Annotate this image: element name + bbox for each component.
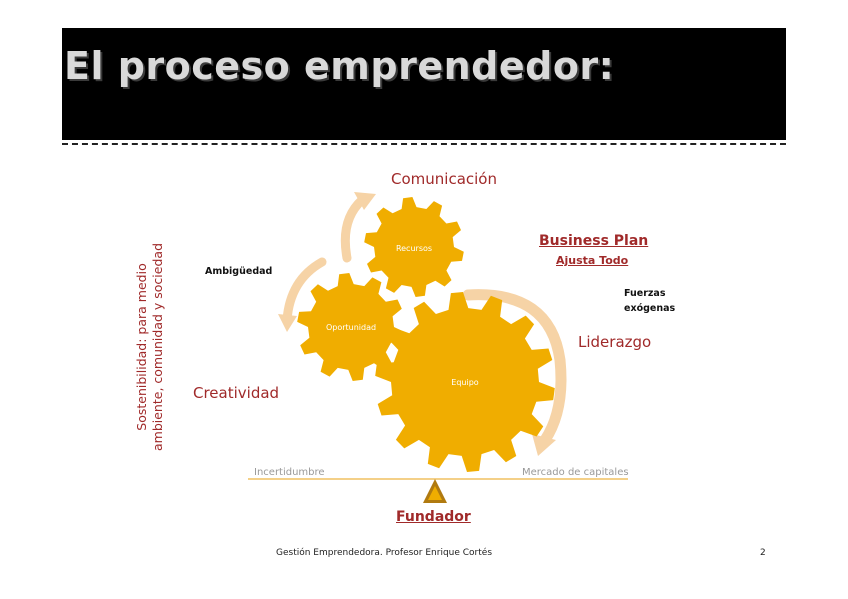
- arrow-left-curve: [282, 257, 327, 325]
- gear-label-recursos: Recursos: [396, 244, 432, 253]
- fulcrum-triangle-inner: [428, 486, 442, 500]
- label-sostenibilidad: Sostenibilidad: para medio ambiente, com…: [134, 243, 166, 451]
- arrow-left-head: [278, 314, 297, 332]
- label-ajusta-todo: Ajusta Todo: [556, 254, 629, 267]
- arrow-top-head: [354, 192, 376, 210]
- label-creatividad: Creatividad: [193, 384, 280, 402]
- label-incertidumbre: Incertidumbre: [254, 467, 325, 478]
- label-fuerzas: Fuerzas: [624, 288, 666, 299]
- slide-title: El proceso emprendedor:: [64, 44, 615, 88]
- arrow-right-head: [532, 434, 556, 456]
- label-fundador: Fundador: [396, 509, 471, 525]
- gear-equipo: [375, 292, 555, 472]
- footer-text: Gestión Emprendedora. Profesor Enrique C…: [276, 548, 493, 558]
- page-number: 2: [760, 548, 766, 558]
- gear-label-oportunidad: Oportunidad: [326, 323, 376, 332]
- gear-recursos: [364, 197, 464, 297]
- label-exogenas: exógenas: [624, 303, 676, 314]
- arrow-right-curve: [462, 289, 567, 446]
- label-ambiguedad: Ambigüedad: [205, 266, 273, 277]
- arrow-top-curve: [340, 195, 367, 263]
- label-sostenibilidad-line2: ambiente, comunidad y sociedad: [150, 242, 165, 452]
- label-business-plan: Business Plan: [539, 233, 649, 249]
- gear-oportunidad: [297, 273, 405, 381]
- gear-label-equipo: Equipo: [451, 378, 479, 387]
- label-liderazgo: Liderazgo: [578, 333, 652, 351]
- title-bar: [62, 28, 786, 140]
- title-divider: [62, 143, 786, 145]
- label-comunicacion: Comunicación: [391, 170, 497, 188]
- label-mercado-capitales: Mercado de capitales: [522, 467, 629, 478]
- label-sostenibilidad-line1: Sostenibilidad: para medio: [134, 263, 149, 431]
